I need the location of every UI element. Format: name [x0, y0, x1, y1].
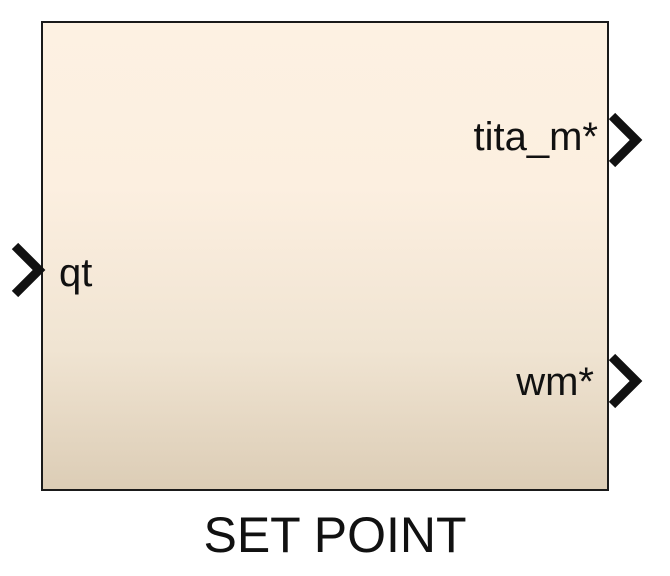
- output-port-arrow-icon[interactable]: [606, 351, 646, 411]
- block-name: SET POINT: [203, 507, 467, 563]
- input-port-label: qt: [59, 251, 93, 295]
- output-port-arrow-icon[interactable]: [606, 110, 646, 170]
- output-port-label: tita_m*: [473, 115, 599, 159]
- output-port-label: wm*: [516, 360, 594, 404]
- input-port-arrow-icon[interactable]: [9, 240, 49, 300]
- subsystem-block[interactable]: [41, 21, 609, 491]
